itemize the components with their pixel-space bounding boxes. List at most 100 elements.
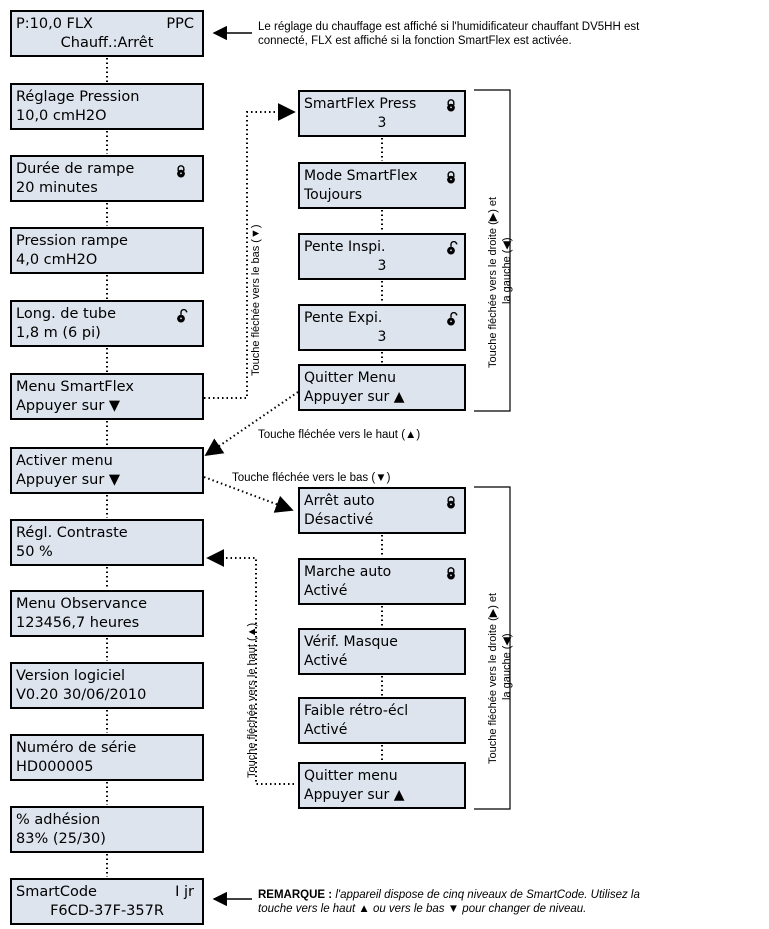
down-key-vertical-label: Touche fléchée vers le bas (▼) xyxy=(250,224,262,376)
screen-line-1: % adhésion xyxy=(16,812,101,828)
right-left-key-label-bottom-2: la gauche (◀) xyxy=(501,633,513,700)
menu-screen: Régl. Contraste 50 % xyxy=(10,519,204,566)
screen-line-2: HD000005 xyxy=(16,759,94,775)
screen-line-1: Version logiciel xyxy=(16,668,126,684)
submenu-screen: Pente Expi. 3 xyxy=(298,304,466,351)
smartflex-bracket xyxy=(474,89,511,412)
screen-line-1: Quitter menu xyxy=(304,768,398,784)
up-arrow-from-activate xyxy=(206,549,294,785)
menu-screen: SmartCode I jr F6CD-37F-357R xyxy=(10,878,204,925)
heating-note-line-1: Le réglage du chauffage est affiché si l… xyxy=(258,21,640,33)
screen-line-2: 3 xyxy=(377,329,387,345)
screen-line-1-left: SmartCode xyxy=(16,884,97,900)
locked-padlock-icon xyxy=(447,567,455,580)
screen-line-1: Marche auto xyxy=(304,564,392,580)
menu-screen: Durée de rampe 20 minutes xyxy=(10,155,204,202)
screen-line-1: Régl. Contraste xyxy=(16,525,128,541)
screen-line-1: Long. de tube xyxy=(16,306,117,322)
up-arrow-from-smartflex xyxy=(204,391,299,457)
screen-line-2: 4,0 cmH2O xyxy=(16,252,98,268)
screen-line-2: Appuyer sur ▲ xyxy=(304,389,405,405)
menu-screen: Pression rampe 4,0 cmH2O xyxy=(10,227,204,274)
screen-line-2: Activé xyxy=(304,653,348,669)
screen-line-1: Quitter Menu xyxy=(304,370,397,386)
smartcode-note-line-2: touche vers le haut ▲ ou vers le bas ▼ p… xyxy=(258,903,587,915)
screen-line-1: SmartFlex Press xyxy=(304,96,417,112)
screen-line-2: Activé xyxy=(304,722,348,738)
screen-line-2: 50 % xyxy=(16,544,53,560)
screen-line-2: 10,0 cmH2O xyxy=(16,108,107,124)
locked-padlock-icon xyxy=(447,99,455,112)
smartcode-note-line-1: REMARQUE : l'appareil dispose de cinq ni… xyxy=(258,889,640,902)
menu-screen: Réglage Pression 10,0 cmH2O xyxy=(10,83,204,130)
menu-screen: % adhésion 83% (25/30) xyxy=(10,806,204,853)
screen-line-2: 20 minutes xyxy=(16,180,98,196)
down-key-label: Touche fléchée vers le bas (▼) xyxy=(232,472,391,484)
screen-line-1-left: P:10,0 FLX xyxy=(16,16,93,32)
submenu-screen: Pente Inspi. 3 xyxy=(298,233,466,280)
screen-line-2: Désactivé xyxy=(304,512,374,528)
up-key-vertical-label: Touche fléchée vers le haut (▲) xyxy=(246,622,258,778)
up-key-label: Touche fléchée vers le haut (▲) xyxy=(258,429,421,441)
screen-line-1: Menu Observance xyxy=(16,596,148,612)
screen-line-2: Activé xyxy=(304,583,348,599)
screen-line-2: 123456,7 heures xyxy=(16,615,140,631)
down-arrow-to-smartflex xyxy=(204,103,296,399)
screen-line-2: Appuyer sur ▼ xyxy=(16,398,121,414)
submenu-screen: SmartFlex Press 3 xyxy=(298,90,466,137)
right-left-key-label-top-2: la gauche (◀) xyxy=(501,237,513,304)
screen-line-1: Pression rampe xyxy=(16,233,128,249)
menu-screen: P:10,0 FLX PPC Chauff.:Arrêt xyxy=(10,10,204,57)
remark-text: l'appareil dispose de cinq niveaux de Sm… xyxy=(332,889,640,901)
screen-line-1: Durée de rampe xyxy=(16,161,135,177)
menu-screen: Menu Observance 123456,7 heures xyxy=(10,590,204,637)
heating-note-line-2: connecté, FLX est affiché si la fonction… xyxy=(258,35,572,47)
screen-line-2: 83% (25/30) xyxy=(16,831,106,847)
activate-bracket xyxy=(474,486,511,810)
screen-line-2: F6CD-37F-357R xyxy=(50,903,164,919)
screen-line-1: Pente Inspi. xyxy=(304,239,386,255)
screen-line-1: Numéro de série xyxy=(16,740,137,756)
screen-line-2: 3 xyxy=(377,258,387,274)
remark-label: REMARQUE : xyxy=(258,889,333,901)
screen-line-1: Mode SmartFlex xyxy=(304,168,418,184)
right-left-key-label-bottom-1: Touche fléchée vers le droite (▶) et xyxy=(487,592,499,764)
screen-line-1: Pente Expi. xyxy=(304,310,383,326)
screen-line-1-right: I jr xyxy=(175,884,194,900)
locked-padlock-icon xyxy=(447,496,455,509)
screen-line-2: Appuyer sur ▼ xyxy=(16,472,121,488)
screen-line-1-right: PPC xyxy=(166,16,194,32)
screen-line-1: Menu SmartFlex xyxy=(16,379,134,395)
screen-line-2: Chauff.:Arrêt xyxy=(60,35,154,51)
screen-line-2: Appuyer sur ▲ xyxy=(304,787,405,803)
locked-padlock-icon xyxy=(447,171,455,184)
screen-line-2: V0.20 30/06/2010 xyxy=(16,687,147,703)
unlocked-padlock-icon xyxy=(447,312,458,326)
screen-line-2: Toujours xyxy=(304,187,362,203)
screen-line-1: Faible rétro-écl xyxy=(304,703,409,719)
locked-padlock-icon xyxy=(177,165,185,178)
screen-line-1: Arrêt auto xyxy=(304,493,375,509)
screen-line-2: 3 xyxy=(377,115,387,131)
screen-line-2: 1,8 m (6 pi) xyxy=(16,325,101,341)
unlocked-padlock-icon xyxy=(447,241,458,255)
screen-line-1: Réglage Pression xyxy=(16,89,140,105)
menu-screen: Long. de tube 1,8 m (6 pi) xyxy=(10,300,204,347)
screen-line-1: Vérif. Masque xyxy=(304,634,398,650)
screen-line-1: Activer menu xyxy=(16,453,113,469)
right-left-key-label-top-1: Touche fléchée vers le droite (▶) et xyxy=(487,196,499,368)
unlocked-padlock-icon xyxy=(177,309,188,323)
